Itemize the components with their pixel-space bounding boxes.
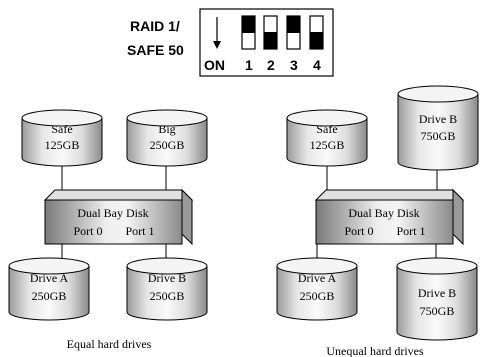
disk-name: Safe [51,122,72,136]
port-1-label: Port 1 [396,224,425,238]
switch-number-2: 2 [267,57,275,73]
disk-name: Safe [316,122,337,136]
disk-size: 250GB [150,289,185,303]
safe-volume-disk-icon: Safe 125GB [286,109,368,167]
enclosure-title: Dual Bay Disk [348,206,419,220]
disk-size: 250GB [32,289,67,303]
on-label: ON [204,57,225,73]
equal-drives-caption: Equal hard drives [67,337,152,351]
switch-number-4: 4 [313,57,321,73]
drive-a-disk-icon: Drive A 250GB [8,257,90,321]
drive-a-disk-icon: Drive A 250GB [276,257,358,321]
dip-switch-1[interactable] [241,15,256,50]
drive-b-disk-icon: Drive B 750GB [396,257,478,341]
dual-bay-enclosure: Dual Bay Disk Port 0 Port 1 [43,188,194,246]
dip-switch-2[interactable] [263,15,278,50]
disk-size: 750GB [421,129,456,143]
disk-size: 250GB [300,289,335,303]
disk-name: Big [158,122,175,136]
port-0-label: Port 0 [73,224,102,238]
drive-b-disk-icon: Drive B 250GB [126,257,208,321]
dip-switch-panel: RAID 1/ SAFE 50 ON 1 2 3 4 [127,8,334,77]
equal-drives-config: Safe 125GB Big 250GB Dual Bay Disk Port … [8,109,208,351]
mode-label-line1: RAID 1/ [130,18,180,34]
disk-size: 250GB [150,138,185,152]
switch-number-1: 1 [245,57,253,73]
unequal-drives-caption: Unequal hard drives [326,344,424,357]
drive-b-volume-disk-icon: Drive B 750GB [397,85,479,171]
enclosure-title: Dual Bay Disk [77,206,148,220]
disk-size: 125GB [45,138,80,152]
mode-label-line2: SAFE 50 [127,42,184,58]
big-volume-disk-icon: Big 250GB [126,109,208,167]
switch-number-3: 3 [290,57,298,73]
port-0-label: Port 0 [344,224,373,238]
disk-name: Drive B [148,271,186,285]
dual-bay-enclosure: Dual Bay Disk Port 0 Port 1 [314,188,465,246]
disk-name: Drive A [30,271,69,285]
disk-size: 125GB [310,138,345,152]
disk-name: Drive B [418,286,456,300]
disk-name: Drive A [298,271,337,285]
disk-name: Drive B [419,112,457,126]
unequal-drives-config: Safe 125GB Drive B 750GB Dual Bay Disk P… [276,85,479,357]
port-1-label: Port 1 [125,224,154,238]
dip-switch-3[interactable] [286,15,301,50]
disk-size: 750GB [420,304,455,318]
dip-switch-4[interactable] [309,15,324,50]
safe-volume-disk-icon: Safe 125GB [21,109,103,167]
on-arrow-icon [213,17,221,49]
